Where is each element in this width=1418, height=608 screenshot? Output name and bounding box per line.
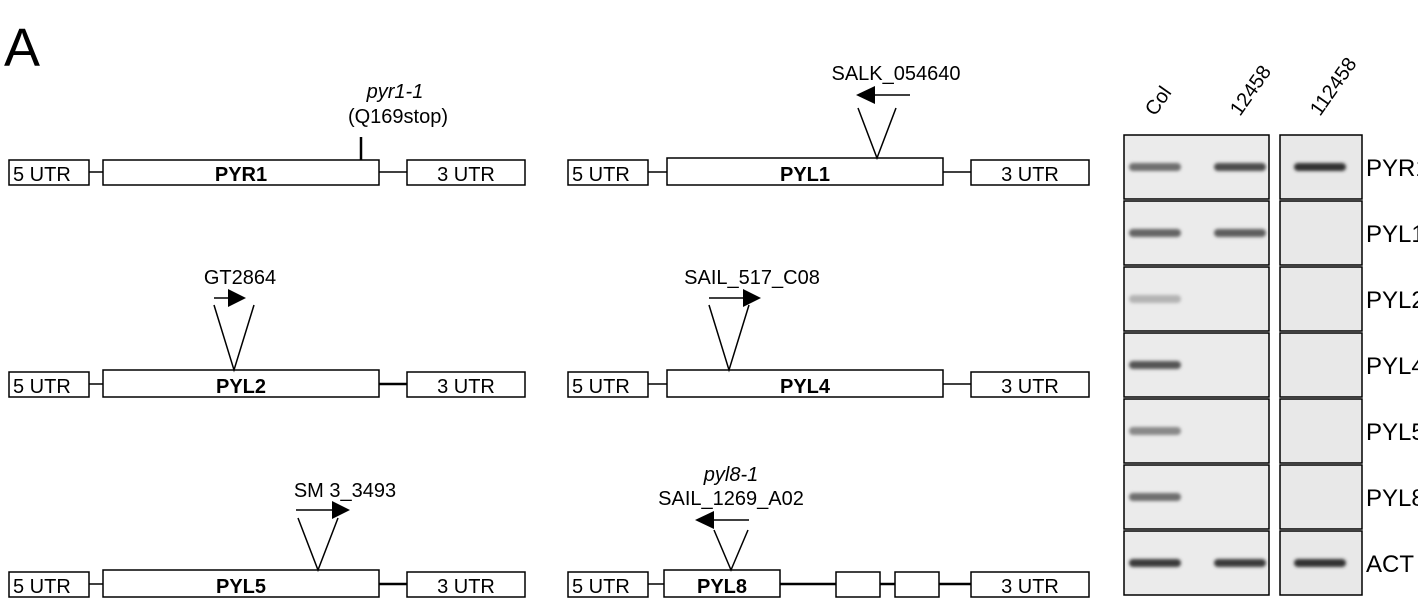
- utr3-label: 3 UTR: [437, 164, 495, 186]
- allele-label: pyr1-1: [366, 81, 424, 103]
- gel-row-label: PYL4: [1366, 353, 1418, 380]
- gene-model-pyl2: 5 UTR PYL2 3 UTR GT2864: [9, 267, 525, 398]
- gene-name: PYL2: [216, 376, 266, 398]
- allele-label: pyl8-1: [703, 464, 758, 486]
- gene-name: PYL8: [697, 576, 747, 598]
- gel-row-label: PYR1: [1366, 155, 1418, 182]
- gel-band: [1129, 559, 1181, 567]
- exon-box: [895, 572, 939, 597]
- gel-box: [1280, 399, 1362, 463]
- right-arrow-icon: [228, 289, 246, 307]
- utr5-label: 5 UTR: [572, 576, 630, 598]
- utr3-label: 3 UTR: [1001, 576, 1059, 598]
- gel-band: [1129, 163, 1181, 171]
- gel-band: [1129, 361, 1181, 369]
- mutation-label: (Q169stop): [348, 106, 448, 128]
- insertion-label: GT2864: [204, 267, 276, 289]
- gene-name: PYL4: [780, 376, 831, 398]
- gene-name: PYL5: [216, 576, 266, 598]
- gel-row-label: ACT: [1366, 551, 1414, 578]
- insertion-marker: [709, 305, 749, 370]
- gel-band: [1294, 163, 1346, 171]
- gel-band: [1214, 559, 1266, 567]
- insertion-marker: [298, 518, 338, 570]
- gel-band: [1129, 229, 1181, 237]
- gel-panel: Col 12458 112458PYR1PYL1PYL2PYL4PYL5PYL8AC…: [1124, 54, 1418, 595]
- gel-band: [1129, 427, 1181, 435]
- gel-band: [1214, 163, 1266, 171]
- gene-name: PYR1: [215, 164, 267, 186]
- gel-box: [1280, 267, 1362, 331]
- gene-model-pyr1: 5 UTR PYR1 3 UTR pyr1-1 (Q169stop): [9, 81, 525, 186]
- left-arrow-icon: [856, 86, 875, 104]
- lane-label: 12458: [1226, 62, 1276, 120]
- lane-label: Col: [1141, 83, 1176, 120]
- right-arrow-icon: [743, 289, 761, 307]
- gene-model-pyl4: 5 UTR PYL4 3 UTR SAIL_517_C08: [568, 267, 1089, 398]
- insertion-marker: [858, 108, 896, 158]
- gel-row-label: PYL8: [1366, 485, 1418, 512]
- insertion-label: SAIL_1269_A02: [658, 488, 804, 510]
- insertion-label: SAIL_517_C08: [684, 267, 820, 289]
- utr5-label: 5 UTR: [572, 164, 630, 186]
- gene-name: PYL1: [780, 164, 830, 186]
- gel-row-label: PYL1: [1366, 221, 1418, 248]
- insertion-label: SM 3_3493: [294, 480, 396, 502]
- right-arrow-icon: [332, 501, 350, 519]
- lane-label: 112458: [1306, 54, 1361, 120]
- gel-band: [1214, 229, 1266, 237]
- gel-box: [1280, 333, 1362, 397]
- utr5-label: 5 UTR: [13, 164, 71, 186]
- utr3-label: 3 UTR: [1001, 376, 1059, 398]
- gel-band: [1129, 295, 1181, 303]
- gel-row-label: PYL2: [1366, 287, 1418, 314]
- panel-label: A: [4, 18, 40, 78]
- utr3-label: 3 UTR: [437, 376, 495, 398]
- gel-band: [1294, 559, 1346, 567]
- insertion-label: SALK_054640: [831, 63, 960, 85]
- gene-model-pyl1: 5 UTR PYL1 3 UTR SALK_054640: [568, 63, 1089, 186]
- insertion-marker: [214, 305, 254, 370]
- utr5-label: 5 UTR: [13, 376, 71, 398]
- gel-row-label: PYL5: [1366, 419, 1418, 446]
- utr5-label: 5 UTR: [13, 576, 71, 598]
- exon-box: [836, 572, 880, 597]
- gene-model-pyl5: 5 UTR PYL5 3 UTR SM 3_3493: [9, 480, 525, 598]
- left-arrow-icon: [695, 511, 714, 529]
- utr3-label: 3 UTR: [437, 576, 495, 598]
- utr3-label: 3 UTR: [1001, 164, 1059, 186]
- insertion-marker: [714, 530, 748, 570]
- gene-model-pyl8: 5 UTR PYL8 3 UTR pyl8-1 SAIL_1269_A02: [568, 464, 1089, 598]
- gel-band: [1129, 493, 1181, 501]
- gel-box: [1280, 201, 1362, 265]
- utr5-label: 5 UTR: [572, 376, 630, 398]
- gel-box: [1280, 465, 1362, 529]
